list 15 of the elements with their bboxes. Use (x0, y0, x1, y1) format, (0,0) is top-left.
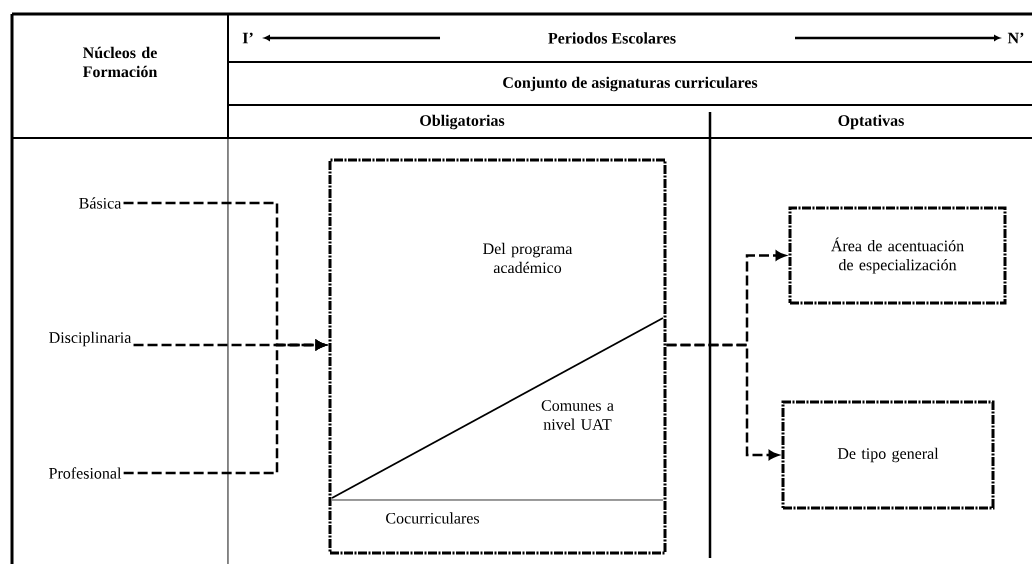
arrow (666, 343, 779, 460)
table-header: Conjunto de asignaturas curriculares (503, 76, 758, 92)
category-label: Profesional (49, 467, 122, 479)
category-label: Básica (79, 197, 122, 209)
option-box: Área de acentuación de especialización (788, 206, 1007, 305)
table-header: Obligatorias (420, 114, 505, 130)
table-header: I’ (242, 32, 253, 44)
table-header: Periodos Escolares (548, 32, 676, 44)
table-header: N’ (1007, 32, 1024, 44)
subject-box: Del programa académico Comunes a nivel UAT Cocurriculares (328, 158, 667, 555)
arrow (123, 340, 326, 475)
table-header: Núcleos de Formación (82, 46, 158, 78)
category-label: Disciplinaria (49, 331, 132, 347)
table-header: Optativas (838, 114, 904, 130)
option-box: De tipo general (781, 400, 995, 510)
